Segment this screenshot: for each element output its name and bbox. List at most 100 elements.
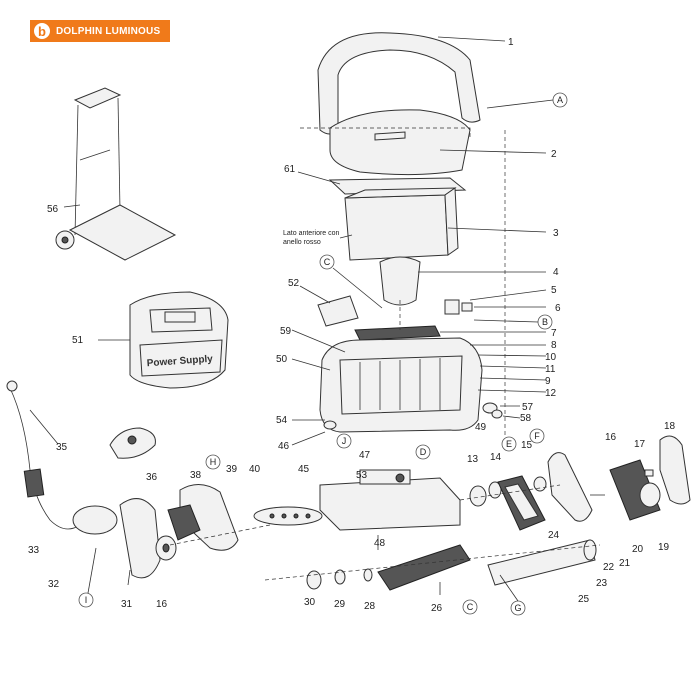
part-1-top-handle: [317, 32, 481, 135]
svg-text:I: I: [85, 595, 88, 605]
power-supply-label: Power Supply: [146, 354, 213, 370]
callout-47: 47: [359, 450, 371, 461]
part-2-lid: [329, 109, 471, 176]
part-29-bushing: [334, 569, 346, 585]
callout-54: 54: [276, 415, 288, 426]
part-16-left-wheel: [155, 535, 177, 561]
part-30-bushing: [306, 570, 322, 590]
part-52-plate: [317, 295, 359, 327]
callout-38: 38: [190, 470, 202, 481]
part-28-bushing: [363, 568, 373, 582]
callout-5: 5: [551, 285, 557, 296]
svg-text:D: D: [420, 447, 427, 457]
callout-24: 24: [548, 530, 560, 541]
callout-48: 48: [374, 538, 386, 549]
callout-15: 15: [521, 440, 533, 451]
part-36-remote: [109, 427, 156, 459]
part-3-filter-box: [344, 187, 459, 261]
callout-22: 22: [603, 562, 615, 573]
callout-9: 9: [545, 376, 551, 387]
callout-39: 39: [226, 464, 238, 475]
part-18-right-side-panel: [659, 435, 691, 505]
svg-text:G: G: [514, 603, 521, 613]
part-35-cable: [6, 380, 118, 535]
marker-H: H: [205, 454, 221, 470]
callout-58: 58: [520, 413, 532, 424]
callout-53: 53: [356, 470, 368, 481]
callout-26: 26: [431, 603, 443, 614]
callout-61: 61: [284, 164, 296, 175]
callout-30: 30: [304, 597, 316, 608]
callout-51: 51: [72, 335, 84, 346]
callout-59: 59: [280, 326, 292, 337]
callout-49: 49: [475, 422, 487, 433]
part-25-roller: [487, 539, 597, 586]
callout-45: 45: [298, 464, 310, 475]
callout-16-left: 16: [156, 599, 168, 610]
front-side-note-line1: Lato anteriore con: [283, 230, 340, 237]
callout-17: 17: [634, 439, 646, 450]
callout-56: 56: [47, 204, 59, 215]
brand-header: b DOLPHIN LUMINOUS: [30, 20, 170, 42]
brand-logo-icon: b: [34, 23, 50, 39]
part-26-brush: [377, 544, 471, 591]
marker-A: A: [552, 92, 568, 108]
part-17-clip: [644, 469, 654, 477]
svg-text:E: E: [506, 439, 512, 449]
callout-6: 6: [555, 303, 561, 314]
part-40-control-panel: [253, 506, 323, 526]
svg-text:H: H: [210, 457, 217, 467]
part-5-6-clip: [444, 299, 473, 315]
callout-20: 20: [632, 544, 644, 555]
brand-name: DOLPHIN LUMINOUS: [56, 25, 161, 37]
callout-33: 33: [28, 545, 40, 556]
marker-I: I: [78, 592, 94, 608]
callout-25: 25: [578, 594, 590, 605]
part-16-right-drive: [609, 459, 661, 521]
marker-G: G: [510, 600, 526, 616]
part-15-pulley: [533, 476, 547, 492]
callout-14: 14: [490, 452, 502, 463]
callout-13: 13: [467, 454, 479, 465]
callout-1: 1: [508, 37, 514, 48]
callout-28: 28: [364, 601, 376, 612]
marker-B: B: [537, 314, 553, 330]
part-54-screw: [323, 420, 337, 430]
callout-36: 36: [146, 472, 158, 483]
callout-16-right: 16: [605, 432, 617, 443]
svg-text:B: B: [542, 317, 548, 327]
callout-40: 40: [249, 464, 261, 475]
svg-text:F: F: [534, 431, 540, 441]
marker-C-bottom: C: [462, 599, 478, 615]
part-24-belt: [497, 475, 546, 531]
svg-text:C: C: [467, 602, 474, 612]
part-56-trolley: [55, 87, 177, 261]
svg-text:C: C: [324, 257, 331, 267]
callout-29: 29: [334, 599, 346, 610]
callout-18: 18: [664, 421, 676, 432]
marker-J: J: [336, 433, 352, 449]
marker-E: E: [501, 436, 517, 452]
svg-text:J: J: [342, 436, 347, 446]
part-57-58-clips: [482, 402, 503, 419]
part-48-chassis: [319, 469, 461, 531]
part-13-14-bushings: [469, 481, 502, 507]
callout-35: 35: [56, 442, 68, 453]
callout-23: 23: [596, 578, 608, 589]
svg-text:A: A: [557, 95, 563, 105]
callout-11: 11: [545, 364, 556, 375]
callout-57: 57: [522, 402, 534, 413]
marker-D: D: [415, 444, 431, 460]
callout-31: 31: [121, 599, 133, 610]
callout-8: 8: [551, 340, 557, 351]
part-7-grille: [354, 325, 441, 341]
marker-F: F: [529, 428, 545, 444]
part-23-side-cover: [547, 452, 593, 522]
part-51-power-supply: [129, 291, 229, 389]
callout-4: 4: [553, 267, 559, 278]
callout-10: 10: [545, 352, 557, 363]
callout-52: 52: [288, 278, 300, 289]
part-50-main-body: [319, 337, 483, 433]
marker-C-top: C: [319, 254, 335, 270]
